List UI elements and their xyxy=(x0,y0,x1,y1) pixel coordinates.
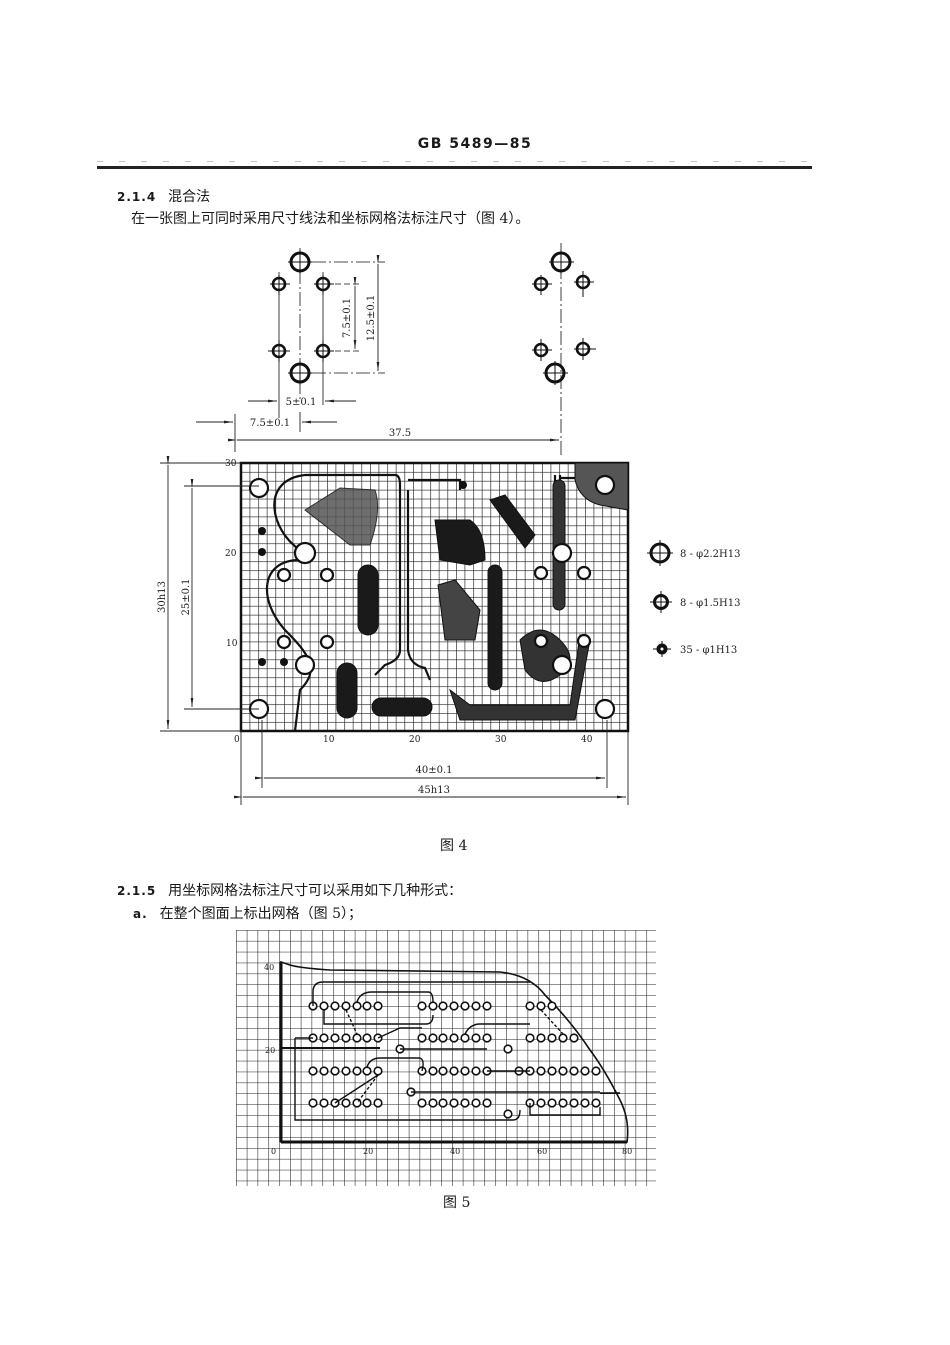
dim-label-30h13: 30h13 xyxy=(157,581,168,613)
dimension-offset-7-5 xyxy=(196,412,337,452)
section-number: 2.1.5 xyxy=(117,884,157,898)
list-item-a: a. 在整个图面上标出网格（图 5）； xyxy=(133,903,362,923)
y-tick-40: 40 xyxy=(264,963,274,972)
pcb-outline-5 xyxy=(279,960,629,1144)
dim-label-37-5: 37.5 xyxy=(389,428,411,439)
dim-label-7-5: 7.5±0.1 xyxy=(342,298,353,338)
x-tick-30: 30 xyxy=(495,735,507,745)
legend-label-medium: 8 - φ1.5H13 xyxy=(680,598,740,609)
y-tick-30: 30 xyxy=(225,459,237,469)
hole-pattern-left xyxy=(268,248,385,418)
section-heading-2-1-4: 2.1.4 混合法 xyxy=(117,186,210,206)
section-heading-2-1-5: 2.1.5 用坐标网格法标注尺寸可以采用如下几种形式： xyxy=(117,880,462,900)
legend-label-large: 8 - φ2.2H13 xyxy=(680,549,740,560)
x-tick-20: 20 xyxy=(363,1147,373,1156)
dim-label-5: 5±0.1 xyxy=(286,397,317,408)
small-hole-icon xyxy=(653,641,671,657)
standard-code: GB 5489—85 xyxy=(417,136,533,152)
dim-label-25: 25±0.1 xyxy=(181,578,192,615)
pad-row-4 xyxy=(308,1087,601,1119)
y-tick-10: 10 xyxy=(226,639,238,649)
dim-label-40: 40±0.1 xyxy=(415,765,452,776)
section-title: 混合法 xyxy=(168,189,211,205)
pcb-board xyxy=(239,461,630,733)
figure-4: 7.5±0.1 12.5±0.1 5±0.1 7.5±0.1 37.5 xyxy=(157,243,740,805)
dimension-board-width xyxy=(234,720,629,805)
figure-5: 40 20 0 20 40 60 80 xyxy=(236,930,656,1186)
medium-hole-icon xyxy=(650,591,672,613)
dim-label-45h13: 45h13 xyxy=(418,785,450,796)
y-tick-20: 20 xyxy=(265,1046,275,1055)
legend-label-small: 35 - φ1H13 xyxy=(680,645,737,656)
figure-5-caption: 图 5 xyxy=(443,1195,471,1211)
large-hole-icon xyxy=(647,540,673,566)
x-tick-20: 20 xyxy=(409,735,421,745)
x-tick-60: 60 xyxy=(537,1147,547,1156)
pad-row-1 xyxy=(308,1001,557,1011)
dim-label-12-5: 12.5±0.1 xyxy=(366,295,377,342)
x-tick-10: 10 xyxy=(323,735,335,745)
section-number: 2.1.4 xyxy=(117,190,157,204)
x-tick-0: 0 xyxy=(234,735,240,745)
legend: 8 - φ2.2H13 8 - φ1.5H13 35 - φ1H13 xyxy=(647,540,740,657)
figure-4-caption: 图 4 xyxy=(440,838,468,854)
section-body: 用坐标网格法标注尺寸可以采用如下几种形式： xyxy=(168,883,463,899)
header-rule xyxy=(97,166,812,169)
traces-5 xyxy=(294,981,601,1121)
pad-row-3 xyxy=(308,1066,601,1076)
header-dashed-line xyxy=(97,161,812,162)
dim-label-7-5-offset: 7.5±0.1 xyxy=(250,418,290,429)
hole-pattern-right xyxy=(532,243,596,455)
x-tick-40: 40 xyxy=(450,1147,460,1156)
x-tick-80: 80 xyxy=(622,1147,632,1156)
list-item-label: a. xyxy=(133,907,148,921)
list-item-text: 在整个图面上标出网格（图 5）； xyxy=(159,906,363,922)
section-body-2-1-4: 在一张图上可同时采用尺寸线法和坐标网格法标注尺寸（图 4）。 xyxy=(131,211,530,227)
x-tick-40: 40 xyxy=(581,735,593,745)
dimension-board-height xyxy=(160,456,259,732)
y-tick-20: 20 xyxy=(225,549,237,559)
x-tick-0: 0 xyxy=(271,1147,276,1156)
